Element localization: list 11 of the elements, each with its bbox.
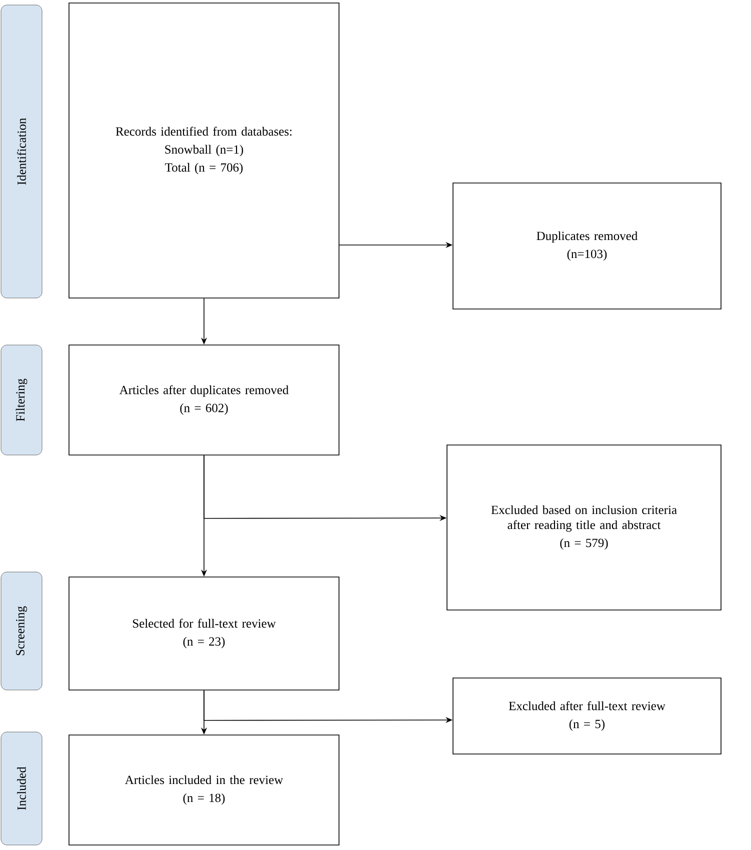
process-box: Duplicates removed (n=103) — [452, 182, 722, 310]
process-box: Selected for full-text review (n = 23) — [68, 576, 340, 690]
process-box: Excluded after full-text review (n = 5) — [452, 678, 722, 754]
stage-label: Identification — [0, 4, 42, 298]
stage-label: Included — [0, 732, 42, 846]
stage-label: Filtering — [0, 344, 42, 456]
process-box: Excluded based on inclusion criteria after reading title and abstract (n = 579) — [446, 444, 722, 610]
process-box: Records identified from databases: Snowball (n=1) Total (n = 706) — [68, 2, 340, 298]
process-box: Articles included in the review (n = 18) — [68, 734, 340, 846]
process-box: Articles after duplicates removed (n = 602) — [68, 344, 340, 456]
stage-label: Screening — [0, 572, 42, 690]
